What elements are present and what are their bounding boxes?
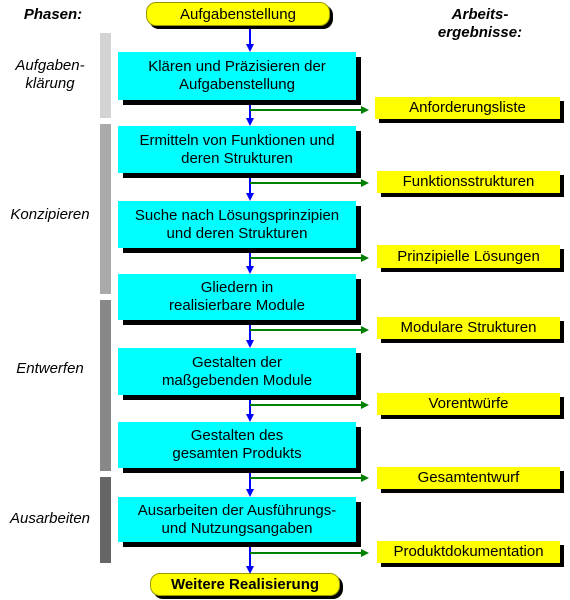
step-line1: Gliedern in: [200, 279, 274, 296]
step-line1: Ermitteln von Funktionen und: [139, 131, 335, 149]
result-modulare-strukturen: Modulare Strukturen: [377, 317, 560, 339]
step-ausarbeiten: Ausarbeiten der Ausführungs-und Nutzungs…: [118, 497, 356, 542]
step-line2: und deren Strukturen: [166, 224, 308, 242]
end-terminator: Weitere Realisierung: [150, 573, 340, 596]
result-funktionsstrukturen: Funktionsstrukturen: [377, 171, 560, 193]
phase-bar-konzipieren: [100, 124, 111, 294]
step-line2: realisierbare Module: [169, 297, 305, 314]
phase-bar-ausarbeiten: [100, 477, 111, 563]
work-results-header-line2: ergebnisse:: [437, 24, 523, 41]
phase-bar-aufgabenklaerung: [100, 33, 111, 118]
phase-bar-entwerfen: [100, 300, 111, 471]
step-line1: Klären und Präzisieren der: [148, 58, 326, 75]
start-terminator: Aufgabenstellung: [146, 2, 330, 26]
result-vorentwuerfe: Vorentwürfe: [377, 393, 560, 415]
step-line1: Ausarbeiten der Ausführungs-: [137, 501, 337, 519]
result-anforderungsliste: Anforderungsliste: [375, 97, 560, 119]
phases-header: Phasen:: [23, 6, 83, 23]
step-line2: Aufgabenstellung: [179, 76, 295, 93]
phase-label-aufgabenklaerung-line1: Aufgaben-: [15, 57, 85, 74]
step-line2: und Nutzungsangaben: [161, 519, 313, 537]
step-line2: deren Strukturen: [181, 149, 293, 167]
work-results-header-line1: Arbeits-: [451, 6, 509, 23]
phase-label-ausarbeiten: Ausarbeiten: [9, 510, 91, 527]
step-line2: maßgebenden Module: [161, 371, 313, 389]
result-gesamtentwurf: Gesamtentwurf: [377, 467, 560, 489]
phase-label-aufgabenklaerung: Aufgaben- klärung: [2, 57, 98, 93]
step-line2: gesamten Produkts: [172, 445, 302, 462]
step-line1: Gestalten der: [191, 353, 283, 371]
phase-label-entwerfen: Entwerfen: [16, 360, 84, 377]
result-produktdokumentation: Produktdokumentation: [377, 541, 560, 563]
step-line1: Gestalten des: [190, 427, 284, 444]
step-line1: Suche nach Lösungsprinzipien: [134, 206, 340, 224]
result-prinzipielle-loesungen: Prinzipielle Lösungen: [377, 245, 560, 268]
work-results-header: Arbeits- ergebnisse:: [420, 6, 540, 42]
phase-label-aufgabenklaerung-line2: klärung: [25, 75, 75, 92]
phase-label-konzipieren: Konzipieren: [10, 206, 90, 223]
